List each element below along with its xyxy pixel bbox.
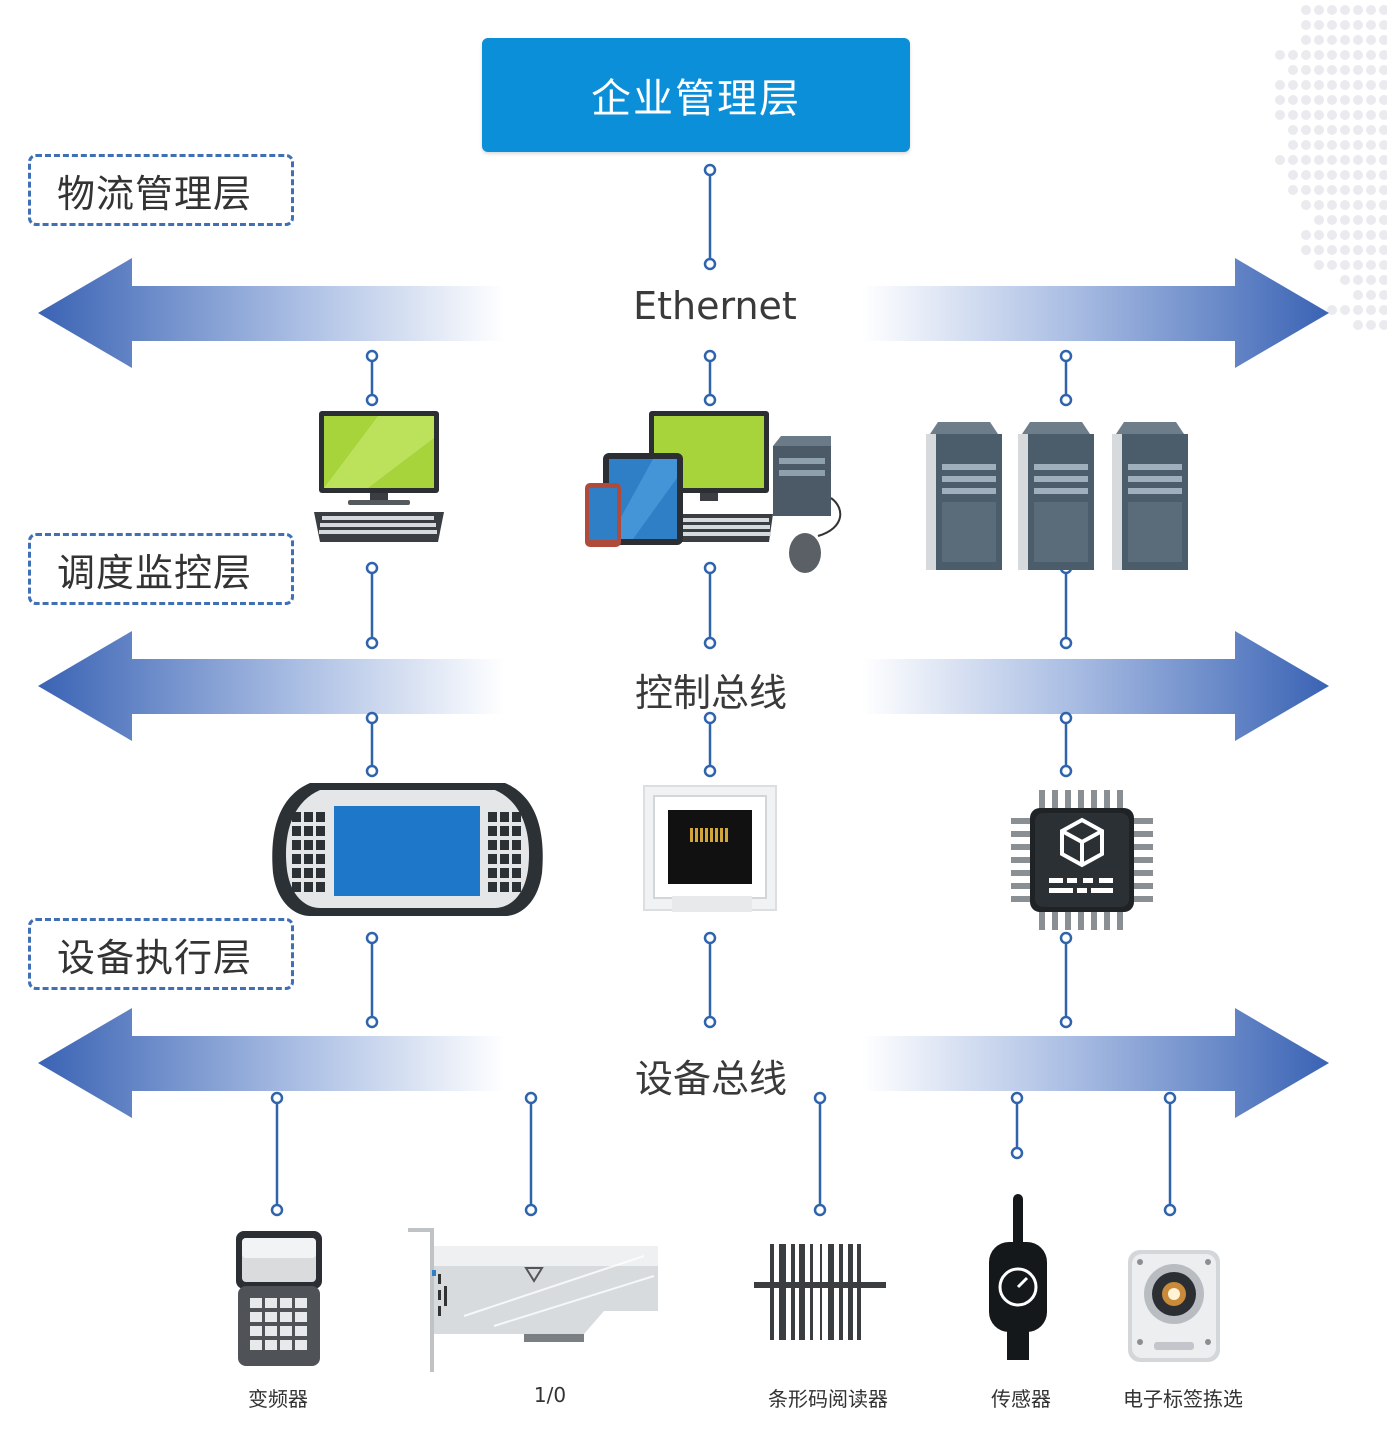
device-label-inverter: 变频器 <box>248 1387 308 1411</box>
connector-line <box>524 1091 538 1217</box>
bus-label-device: 设备总线 <box>634 1057 787 1101</box>
connector-line <box>703 561 717 650</box>
barcode-icon <box>754 1244 886 1340</box>
hmi-panel-icon <box>272 783 543 916</box>
layer-label-execution: 设备执行层 <box>28 918 294 990</box>
device-bus-arrow <box>38 1008 1329 1118</box>
workstation-icon <box>585 411 842 573</box>
connector-line <box>365 349 379 407</box>
connector-line <box>813 1091 827 1217</box>
chip-icon <box>1011 790 1153 930</box>
layer-label-logistics: 物流管理层 <box>28 154 294 226</box>
connector-line <box>703 163 717 271</box>
bus-label-ethernet: Ethernet <box>633 284 797 328</box>
network-port-icon <box>643 785 777 912</box>
connector-line <box>1059 931 1073 1029</box>
ethernet-bus-arrow <box>38 258 1329 368</box>
io-card-icon <box>408 1228 658 1372</box>
server-icon <box>926 422 1188 570</box>
desktop-computer-icon <box>314 411 444 542</box>
connector-line <box>1059 349 1073 407</box>
sensor-icon <box>989 1194 1047 1360</box>
device-label-etag: 电子标签拣选 <box>1123 1387 1243 1411</box>
connector-line <box>270 1091 284 1217</box>
bus-label-control: 控制总线 <box>634 671 787 715</box>
enterprise-management-label: 企业管理层 <box>591 76 801 122</box>
camera-icon <box>1128 1250 1220 1362</box>
layer-label-dispatch: 调度监控层 <box>28 533 294 605</box>
connector-line <box>365 561 379 650</box>
connector-line <box>365 931 379 1029</box>
inverter-icon <box>236 1231 322 1366</box>
enterprise-management-box: 企业管理层 <box>482 38 910 152</box>
connector-line <box>1059 711 1073 778</box>
connector-line <box>1010 1091 1024 1160</box>
connector-line <box>1163 1091 1177 1217</box>
device-label-barcode: 条形码阅读器 <box>768 1387 888 1411</box>
connector-line <box>1059 561 1073 650</box>
control-bus-arrow <box>38 631 1329 741</box>
device-label-sensor: 传感器 <box>991 1387 1051 1411</box>
connector-line <box>703 349 717 407</box>
device-label-io: 1/0 <box>533 1383 567 1407</box>
connector-line <box>703 711 717 778</box>
connector-line <box>703 931 717 1029</box>
connector-line <box>365 711 379 778</box>
